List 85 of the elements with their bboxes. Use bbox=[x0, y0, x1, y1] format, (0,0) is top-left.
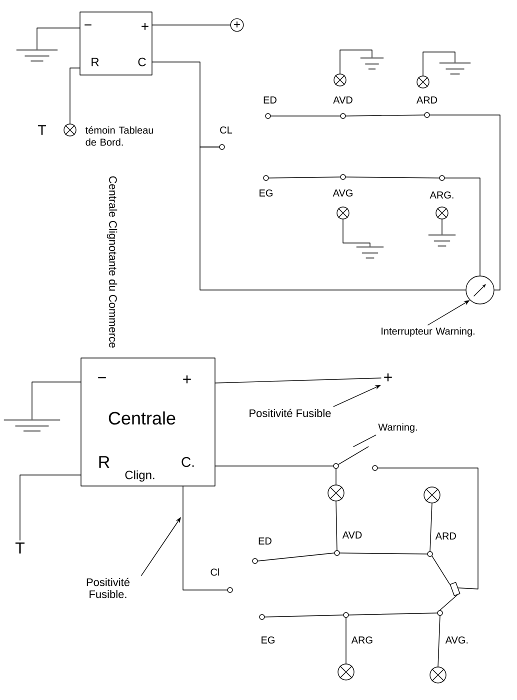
terminal: ED bbox=[264, 96, 276, 119]
wire bbox=[32, 382, 81, 420]
terminal: AVG. bbox=[437, 610, 468, 644]
terminal: AVD bbox=[333, 96, 352, 119]
node-label: AVD bbox=[342, 532, 362, 538]
terminal bbox=[372, 465, 378, 471]
terminal: AVG bbox=[332, 174, 352, 197]
wire bbox=[430, 503, 432, 552]
node-label: Cl bbox=[210, 568, 220, 576]
wire bbox=[200, 146, 466, 290]
lamp-symbol bbox=[328, 484, 344, 502]
wire bbox=[430, 114, 500, 290]
terminal: EG bbox=[259, 614, 274, 644]
wire bbox=[264, 614, 344, 618]
note-text: + bbox=[384, 373, 392, 382]
wire bbox=[36, 28, 80, 50]
node-label: ED bbox=[258, 538, 272, 544]
ground-symbol bbox=[360, 58, 384, 70]
lamp-symbol bbox=[416, 76, 430, 88]
vertical-note: Centrale Clignotante du Commerce bbox=[106, 176, 118, 348]
terminal: CL bbox=[219, 126, 232, 150]
switch-symbol bbox=[338, 446, 369, 465]
leader-arrow bbox=[141, 517, 181, 576]
wire bbox=[340, 50, 372, 74]
note-text: Positivité Fusible. bbox=[86, 578, 130, 598]
wire bbox=[444, 178, 480, 276]
wire bbox=[268, 176, 340, 178]
terminal: ARG. bbox=[430, 175, 454, 199]
wire bbox=[340, 552, 428, 554]
wire bbox=[215, 378, 382, 384]
node-label: EG bbox=[260, 189, 272, 197]
terminal: ARD bbox=[427, 532, 456, 557]
wire bbox=[440, 594, 458, 610]
wire bbox=[182, 486, 228, 590]
terminal: ARG bbox=[343, 612, 372, 644]
flasher-unit-box: − + R C bbox=[80, 12, 152, 76]
note-text: Interrupteur Warning. bbox=[382, 327, 474, 337]
node-label: CL bbox=[220, 126, 232, 134]
ground-symbol bbox=[428, 234, 456, 246]
note-text: T bbox=[15, 542, 25, 554]
note-text: Warning. bbox=[378, 423, 417, 433]
node-label: ARG. bbox=[430, 191, 454, 199]
wire bbox=[422, 52, 456, 76]
switch-symbol bbox=[466, 276, 494, 304]
wire bbox=[346, 176, 440, 178]
wire bbox=[70, 68, 80, 124]
ground-symbol bbox=[356, 246, 384, 258]
wire bbox=[20, 474, 81, 540]
switch-symbol bbox=[450, 582, 460, 596]
ground-symbol bbox=[16, 50, 58, 62]
terminal-plus: + bbox=[230, 18, 244, 32]
ground-symbol bbox=[4, 420, 60, 432]
wire bbox=[258, 552, 334, 562]
terminal bbox=[333, 463, 339, 469]
terminal: ARD bbox=[416, 96, 438, 118]
lamp-symbol bbox=[430, 666, 446, 684]
lamp-symbol bbox=[334, 74, 346, 86]
node-label: ARD bbox=[416, 96, 438, 104]
node-label: ED bbox=[264, 96, 276, 104]
wire bbox=[336, 501, 338, 550]
terminal: ED bbox=[252, 538, 272, 564]
note-text: Positivité Fusible bbox=[250, 408, 331, 418]
terminal: AVD bbox=[334, 532, 362, 556]
wire bbox=[432, 556, 450, 585]
terminal: Cl bbox=[210, 568, 233, 593]
node-label: AVG. bbox=[445, 636, 468, 644]
node-label: EG bbox=[262, 636, 274, 644]
node-label: ARG bbox=[351, 636, 372, 644]
node-label: AVD bbox=[333, 96, 352, 104]
wire bbox=[346, 114, 424, 116]
flasher-unit-box: − + Centrale R Clign. C. bbox=[80, 358, 216, 486]
wire bbox=[348, 612, 438, 616]
wire bbox=[438, 616, 440, 667]
wire bbox=[152, 24, 231, 26]
lamp-symbol bbox=[424, 486, 440, 504]
ground-symbol bbox=[439, 62, 471, 74]
node-label: ARD bbox=[435, 532, 456, 540]
node-label: AVG bbox=[332, 189, 352, 197]
lamp-symbol bbox=[336, 206, 350, 220]
lamp-symbol bbox=[436, 206, 448, 220]
terminal: EG bbox=[260, 175, 272, 197]
wire bbox=[378, 468, 478, 590]
leader-line bbox=[353, 434, 376, 447]
lamp-symbol bbox=[338, 664, 354, 680]
wire bbox=[342, 219, 370, 246]
